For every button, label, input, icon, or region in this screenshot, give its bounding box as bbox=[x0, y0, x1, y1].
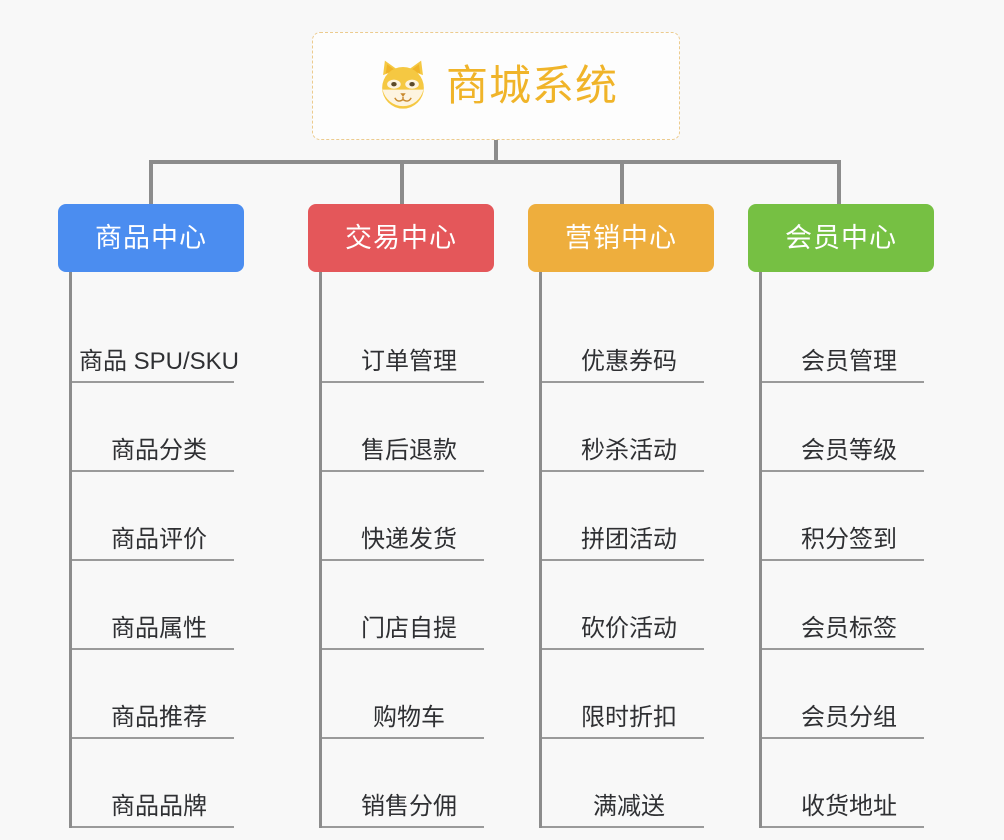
list-item[interactable]: 满减送 bbox=[542, 739, 714, 828]
column-member-center: 会员中心 会员管理 会员等级 积分签到 会员标签 会员分组 收货地址 bbox=[748, 204, 934, 828]
leaf-label: 快递发货 bbox=[361, 525, 457, 553]
list-item[interactable]: 收货地址 bbox=[762, 739, 934, 828]
category-header-trade-center[interactable]: 交易中心 bbox=[308, 204, 494, 272]
category-header-marketing-center[interactable]: 营销中心 bbox=[528, 204, 714, 272]
list-item[interactable]: 优惠券码 bbox=[542, 294, 714, 383]
list-item[interactable]: 商品 SPU/SKU bbox=[72, 294, 244, 383]
list-item[interactable]: 商品评价 bbox=[72, 472, 244, 561]
leaf-label: 商品推荐 bbox=[111, 703, 207, 731]
leaf-label: 砍价活动 bbox=[581, 614, 677, 642]
list-item[interactable]: 拼团活动 bbox=[542, 472, 714, 561]
leaf-list-member-center: 会员管理 会员等级 积分签到 会员标签 会员分组 收货地址 bbox=[759, 272, 934, 828]
leaf-label: 商品品牌 bbox=[111, 792, 207, 820]
root-title: 商城系统 bbox=[445, 62, 618, 109]
connector-drop-marketing-center bbox=[620, 160, 624, 206]
connector-drop-product-center bbox=[149, 160, 153, 206]
list-item[interactable]: 订单管理 bbox=[322, 294, 494, 383]
leaf-label: 会员分组 bbox=[801, 703, 897, 731]
list-item[interactable]: 售后退款 bbox=[322, 383, 494, 472]
connector-bus bbox=[149, 160, 841, 164]
shiba-dog-icon bbox=[374, 57, 432, 115]
leaf-label: 拼团活动 bbox=[581, 525, 677, 553]
leaf-label: 门店自提 bbox=[361, 614, 457, 642]
category-header-member-center[interactable]: 会员中心 bbox=[748, 204, 934, 272]
leaf-label: 购物车 bbox=[373, 703, 445, 731]
category-title: 交易中心 bbox=[345, 222, 457, 253]
leaf-label: 订单管理 bbox=[361, 347, 457, 375]
category-header-product-center[interactable]: 商品中心 bbox=[58, 204, 244, 272]
list-item[interactable]: 秒杀活动 bbox=[542, 383, 714, 472]
leaf-label: 会员管理 bbox=[801, 347, 897, 375]
category-title: 会员中心 bbox=[785, 222, 897, 253]
leaf-label: 商品评价 bbox=[111, 525, 207, 553]
leaf-label: 秒杀活动 bbox=[581, 436, 677, 464]
connector-drop-trade-center bbox=[400, 160, 404, 206]
list-item[interactable]: 积分签到 bbox=[762, 472, 934, 561]
leaf-label: 限时折扣 bbox=[581, 703, 677, 731]
column-product-center: 商品中心 商品 SPU/SKU 商品分类 商品评价 商品属性 商品推荐 商品品牌 bbox=[58, 204, 244, 828]
leaf-label: 收货地址 bbox=[801, 792, 897, 820]
leaf-label: 会员标签 bbox=[801, 614, 897, 642]
list-item[interactable]: 商品属性 bbox=[72, 561, 244, 650]
list-item[interactable]: 商品品牌 bbox=[72, 739, 244, 828]
connector-drop-member-center bbox=[837, 160, 841, 206]
leaf-label: 销售分佣 bbox=[361, 792, 457, 820]
leaf-label: 售后退款 bbox=[361, 436, 457, 464]
list-item[interactable]: 会员标签 bbox=[762, 561, 934, 650]
leaf-label: 商品属性 bbox=[111, 614, 207, 642]
leaf-list-trade-center: 订单管理 售后退款 快递发货 门店自提 购物车 销售分佣 bbox=[319, 272, 494, 828]
category-title: 营销中心 bbox=[565, 222, 677, 253]
list-item[interactable]: 商品分类 bbox=[72, 383, 244, 472]
list-item[interactable]: 砍价活动 bbox=[542, 561, 714, 650]
column-marketing-center: 营销中心 优惠券码 秒杀活动 拼团活动 砍价活动 限时折扣 满减送 bbox=[528, 204, 714, 828]
category-title: 商品中心 bbox=[95, 222, 207, 253]
list-item[interactable]: 商品推荐 bbox=[72, 650, 244, 739]
list-item[interactable]: 会员分组 bbox=[762, 650, 934, 739]
list-item[interactable]: 销售分佣 bbox=[322, 739, 494, 828]
leaf-list-marketing-center: 优惠券码 秒杀活动 拼团活动 砍价活动 限时折扣 满减送 bbox=[539, 272, 714, 828]
leaf-list-product-center: 商品 SPU/SKU 商品分类 商品评价 商品属性 商品推荐 商品品牌 bbox=[69, 272, 244, 828]
list-item[interactable]: 会员管理 bbox=[762, 294, 934, 383]
list-item[interactable]: 限时折扣 bbox=[542, 650, 714, 739]
leaf-label: 会员等级 bbox=[801, 436, 897, 464]
leaf-label: 商品 SPU/SKU bbox=[78, 347, 240, 375]
list-item[interactable]: 快递发货 bbox=[322, 472, 494, 561]
list-item[interactable]: 门店自提 bbox=[322, 561, 494, 650]
leaf-label: 积分签到 bbox=[801, 525, 897, 553]
leaf-label: 满减送 bbox=[593, 792, 665, 820]
list-item[interactable]: 购物车 bbox=[322, 650, 494, 739]
column-trade-center: 交易中心 订单管理 售后退款 快递发货 门店自提 购物车 销售分佣 bbox=[308, 204, 494, 828]
leaf-label: 商品分类 bbox=[111, 436, 207, 464]
root-node[interactable]: 商城系统 bbox=[312, 32, 680, 140]
list-item[interactable]: 会员等级 bbox=[762, 383, 934, 472]
connector-root-stem bbox=[494, 140, 498, 164]
leaf-label: 优惠券码 bbox=[581, 347, 677, 375]
